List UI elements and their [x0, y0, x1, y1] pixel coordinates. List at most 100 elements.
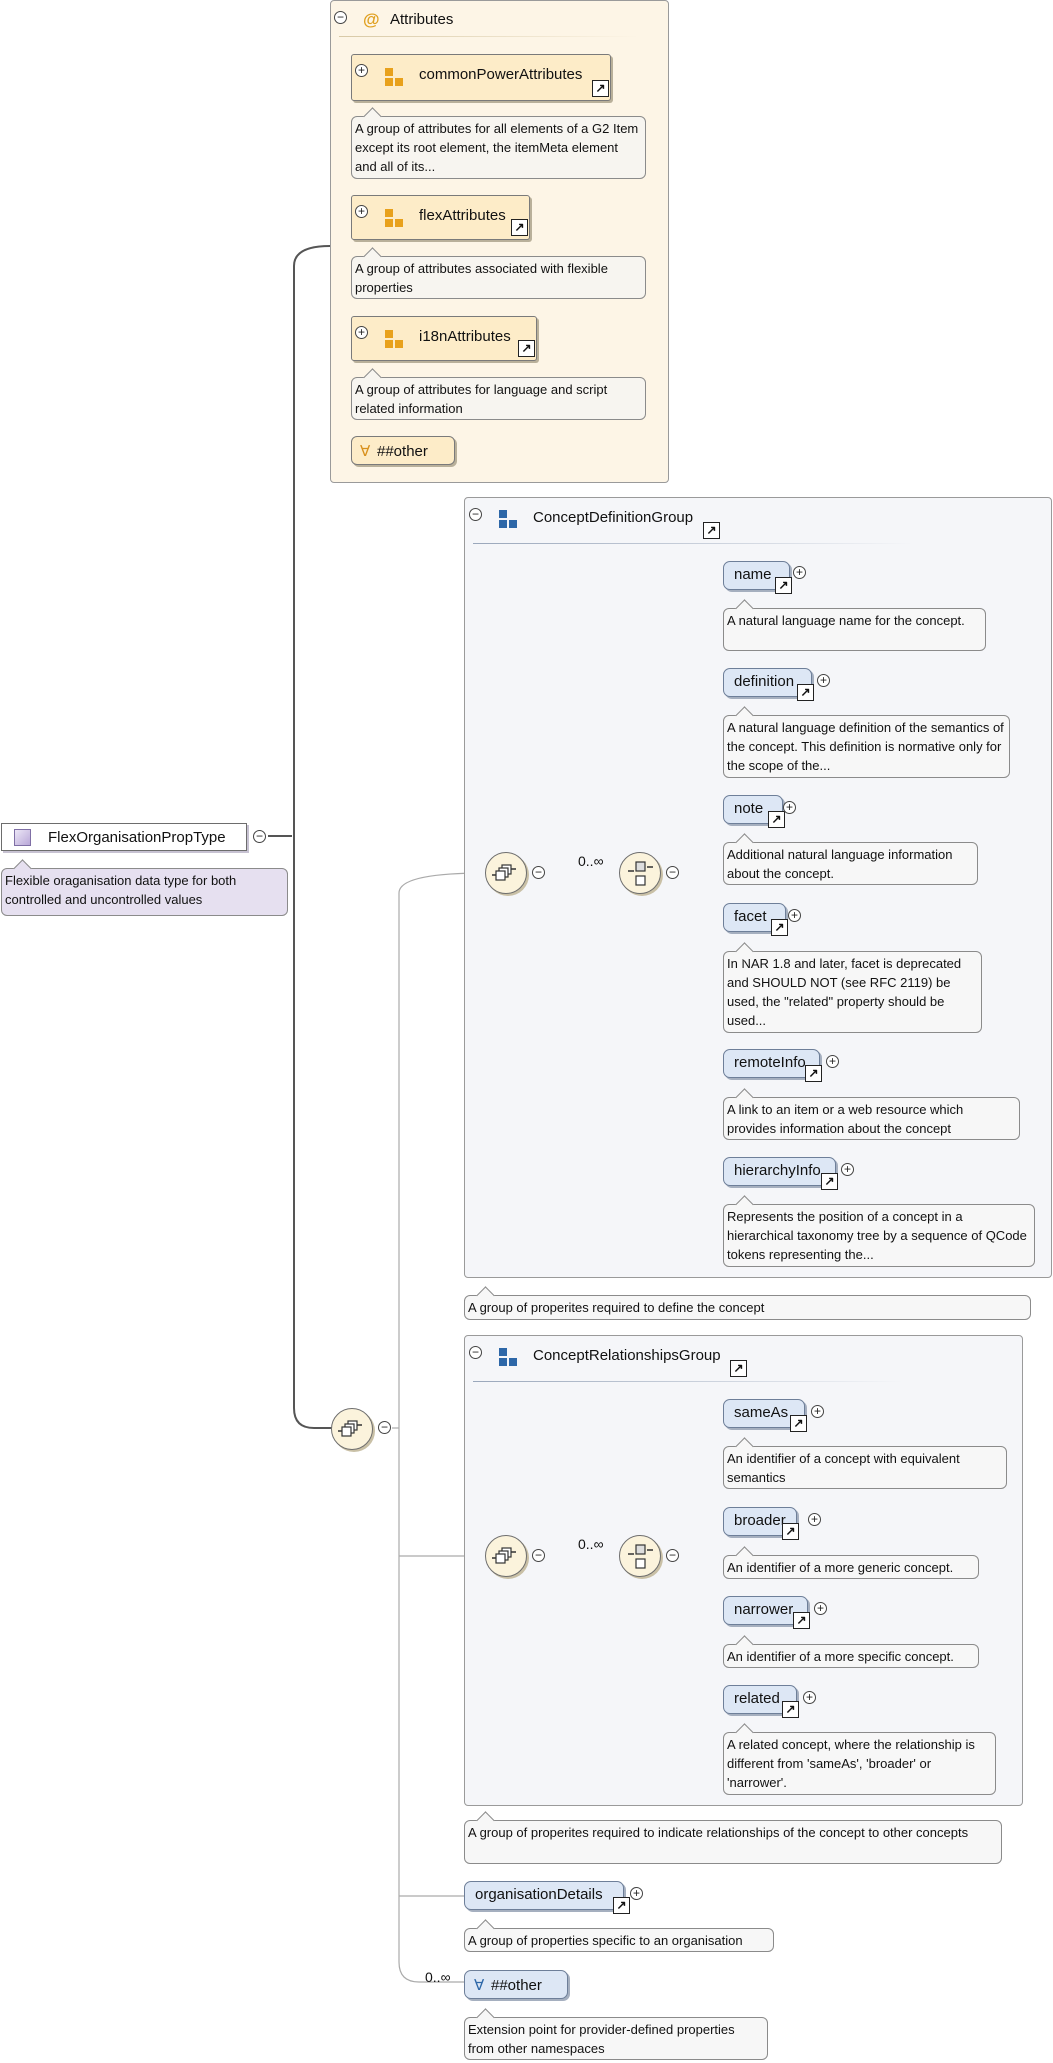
any-element-icon: ∀ — [474, 1977, 485, 1994]
element-related[interactable]: related ↗ — [723, 1685, 799, 1718]
element-description: An identifier of a more specific concept… — [723, 1635, 979, 1668]
group-title: ConceptDefinitionGroup — [533, 509, 694, 526]
link-icon[interactable]: ↗ — [703, 522, 720, 539]
choice-collapse-toggle[interactable]: − — [532, 866, 545, 879]
link-icon[interactable]: ↗ — [782, 1701, 799, 1718]
attribute-group-icon — [385, 209, 404, 228]
element-name[interactable]: name ↗ — [723, 561, 792, 594]
group-description: A group of properites required to define… — [464, 1286, 1031, 1320]
sequence-collapse-toggle[interactable]: − — [666, 866, 679, 879]
occurrence-label: 0..∞ — [578, 1536, 604, 1552]
sequence-icon — [628, 1544, 653, 1569]
link-icon[interactable]: ↗ — [768, 811, 785, 828]
element-same-as[interactable]: sameAs ↗ — [723, 1399, 807, 1432]
sequence-icon — [628, 861, 653, 886]
expand-toggle[interactable]: + — [630, 1887, 643, 1900]
root-type-box[interactable]: FlexOrganisationPropType — [1, 823, 247, 851]
any-element-label: ##other — [491, 1977, 542, 1994]
link-icon[interactable]: ↗ — [730, 1360, 747, 1377]
model-group-icon — [499, 510, 518, 529]
attribute-group-name: i18nAttributes — [419, 328, 511, 345]
attribute-group-name: flexAttributes — [419, 207, 506, 224]
choice-compositor — [485, 1535, 527, 1577]
group-title-rule — [473, 1381, 903, 1382]
link-icon[interactable]: ↗ — [771, 919, 788, 936]
element-description: A related concept, where the relationshi… — [723, 1723, 996, 1795]
choice-icon — [492, 864, 516, 881]
expand-toggle[interactable]: + — [355, 64, 368, 77]
link-icon[interactable]: ↗ — [592, 80, 609, 97]
any-attribute-box[interactable]: ∀ ##other — [351, 436, 455, 465]
expand-toggle[interactable]: + — [826, 1055, 839, 1068]
element-note[interactable]: note ↗ — [723, 795, 785, 828]
any-element-box[interactable]: ∀ ##other — [464, 1970, 568, 1999]
link-icon[interactable]: ↗ — [511, 219, 528, 236]
attribute-group-common-power[interactable]: + commonPowerAttributes ↗ — [351, 54, 611, 101]
link-icon[interactable]: ↗ — [805, 1065, 822, 1082]
attribute-group-description: A group of attributes associated with fl… — [351, 247, 646, 299]
element-description: A natural language definition of the sem… — [723, 706, 1010, 778]
attribute-group-description: A group of attributes for all elements o… — [351, 107, 646, 179]
model-group-icon — [499, 1348, 518, 1367]
attribute-group-description: A group of attributes for language and s… — [351, 368, 646, 420]
element-description: Represents the position of a concept in … — [723, 1195, 1035, 1267]
element-remote-info[interactable]: remoteInfo ↗ — [723, 1049, 822, 1082]
element-description: A natural language name for the concept. — [723, 599, 986, 651]
group-title-rule — [473, 543, 913, 544]
attributes-panel: − @ Attributes + commonPowerAttributes ↗… — [330, 0, 669, 483]
link-icon[interactable]: ↗ — [775, 577, 792, 594]
group-title: ConceptRelationshipsGroup — [533, 1347, 721, 1364]
root-collapse-toggle[interactable]: − — [253, 830, 266, 843]
element-broader[interactable]: broader ↗ — [723, 1507, 799, 1540]
attribute-group-icon — [385, 68, 404, 87]
expand-toggle[interactable]: + — [355, 205, 368, 218]
group-collapse-toggle[interactable]: − — [469, 1346, 482, 1359]
root-type-name: FlexOrganisationPropType — [48, 829, 226, 846]
expand-toggle[interactable]: + — [811, 1405, 824, 1418]
element-description: A group of properties specific to an org… — [464, 1919, 774, 1952]
attributes-title-rule — [339, 36, 639, 37]
attribute-group-icon — [385, 330, 404, 349]
expand-toggle[interactable]: + — [817, 674, 830, 687]
element-organisation-details[interactable]: organisationDetails ↗ — [464, 1881, 630, 1914]
element-hierarchy-info[interactable]: hierarchyInfo ↗ — [723, 1157, 838, 1190]
sequence-icon — [338, 1420, 362, 1437]
link-icon[interactable]: ↗ — [793, 1612, 810, 1629]
root-description: Flexible oraganisation data type for bot… — [1, 859, 288, 916]
at-sign-icon: @ — [363, 10, 380, 29]
element-narrower[interactable]: narrower ↗ — [723, 1596, 810, 1629]
link-icon[interactable]: ↗ — [790, 1415, 807, 1432]
expand-toggle[interactable]: + — [808, 1513, 821, 1526]
sequence-compositor — [619, 852, 661, 894]
group-collapse-toggle[interactable]: − — [469, 508, 482, 521]
element-description: A link to an item or a web resource whic… — [723, 1088, 1020, 1140]
choice-icon — [492, 1547, 516, 1564]
complex-type-icon — [14, 829, 31, 846]
sequence-collapse-toggle[interactable]: − — [378, 1421, 391, 1434]
expand-toggle[interactable]: + — [793, 566, 806, 579]
element-description: In NAR 1.8 and later, facet is deprecate… — [723, 942, 982, 1033]
occurrence-label: 0..∞ — [578, 853, 604, 869]
expand-toggle[interactable]: + — [783, 801, 796, 814]
expand-toggle[interactable]: + — [803, 1691, 816, 1704]
element-description: An identifier of a more generic concept. — [723, 1546, 979, 1579]
link-icon[interactable]: ↗ — [797, 684, 814, 701]
sequence-compositor — [331, 1408, 373, 1450]
attribute-group-flex[interactable]: + flexAttributes ↗ — [351, 195, 530, 240]
link-icon[interactable]: ↗ — [518, 340, 535, 357]
sequence-collapse-toggle[interactable]: − — [666, 1549, 679, 1562]
attribute-group-i18n[interactable]: + i18nAttributes ↗ — [351, 316, 537, 361]
expand-toggle[interactable]: + — [355, 326, 368, 339]
expand-toggle[interactable]: + — [814, 1602, 827, 1615]
attributes-title: Attributes — [390, 11, 454, 28]
element-description: Extension point for provider-defined pro… — [464, 2008, 768, 2060]
expand-toggle[interactable]: + — [788, 909, 801, 922]
link-icon[interactable]: ↗ — [782, 1523, 799, 1540]
attributes-collapse-toggle[interactable]: − — [334, 11, 347, 24]
element-facet[interactable]: facet ↗ — [723, 903, 788, 936]
link-icon[interactable]: ↗ — [613, 1897, 630, 1914]
link-icon[interactable]: ↗ — [821, 1173, 838, 1190]
expand-toggle[interactable]: + — [841, 1163, 854, 1176]
element-definition[interactable]: definition ↗ — [723, 668, 814, 701]
choice-collapse-toggle[interactable]: − — [532, 1549, 545, 1562]
